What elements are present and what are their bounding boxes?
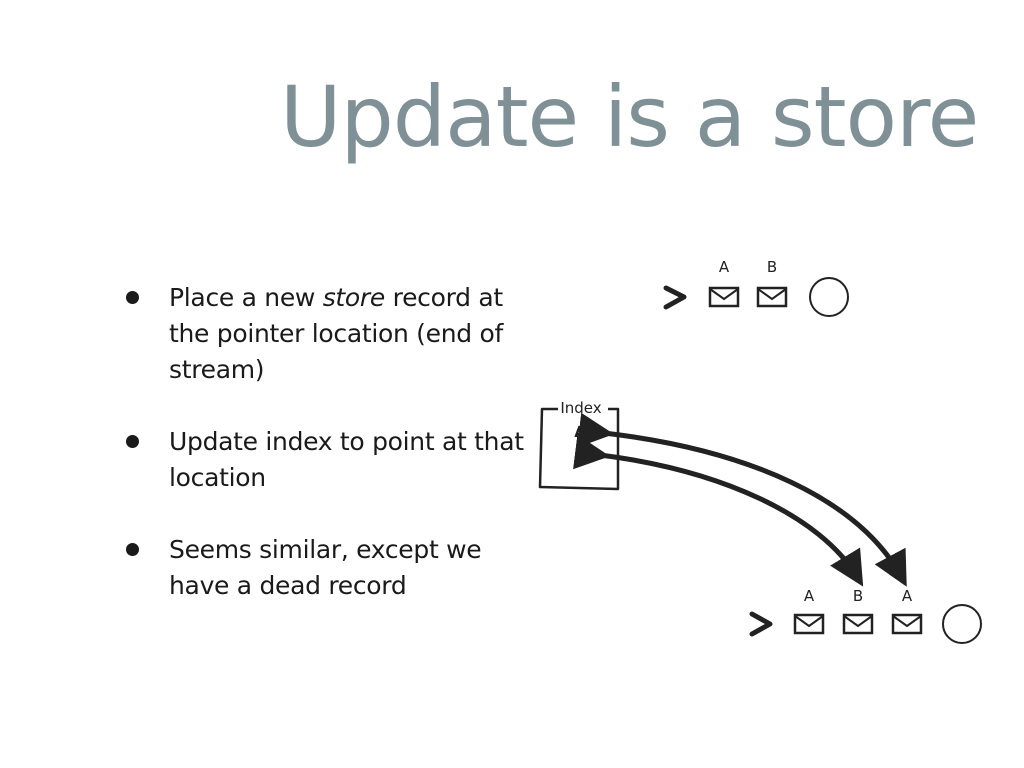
record-label: A: [804, 587, 815, 605]
bullet-dot-icon: [126, 435, 139, 448]
slide-title: Update is a store: [280, 68, 979, 166]
bullet-text: Seems similar, except we have a dead rec…: [169, 535, 482, 600]
bullet-item-dead-record: Seems similar, except we have a dead rec…: [124, 532, 524, 604]
record-label: B: [853, 587, 863, 605]
record-label: A: [719, 258, 730, 276]
bullet-item-update-index: Update index to point at that location: [124, 424, 524, 496]
stream-pointer-icon: [663, 285, 687, 310]
bullet-list: Place a new store record at the pointer …: [124, 280, 524, 640]
envelope-icon: [756, 286, 788, 308]
end-of-stream-circle: [809, 277, 849, 317]
bullet-text: Update index to point at that location: [169, 427, 524, 492]
bullet-dot-icon: [126, 291, 139, 304]
bullet-text-rest: record at the pointer location (end of s…: [169, 283, 503, 384]
index-b-arrow: [573, 434, 864, 587]
record-label: A: [902, 587, 913, 605]
index-key: B: [575, 449, 585, 467]
bullet-emphasis: store: [322, 283, 386, 312]
bullet-item-store-record: Place a new store record at the pointer …: [124, 280, 524, 388]
envelope-icon: [891, 613, 923, 635]
index-pointer-arrows: [573, 412, 907, 587]
bottom-stream: A B A: [749, 587, 982, 644]
envelope-icon: [708, 286, 740, 308]
index-key: A: [574, 423, 586, 441]
top-stream: A B: [663, 258, 849, 317]
index-box: Index A B: [538, 399, 620, 491]
bullet-dot-icon: [126, 543, 139, 556]
index-a-arrow: [577, 412, 907, 587]
end-of-stream-circle: [942, 604, 982, 644]
envelope-icon: [793, 613, 825, 635]
index-label: Index: [560, 399, 601, 417]
bullet-text: Place a new: [169, 283, 323, 312]
envelope-icon: [842, 613, 874, 635]
stream-pointer-icon: [749, 611, 773, 637]
record-label: B: [767, 258, 777, 276]
